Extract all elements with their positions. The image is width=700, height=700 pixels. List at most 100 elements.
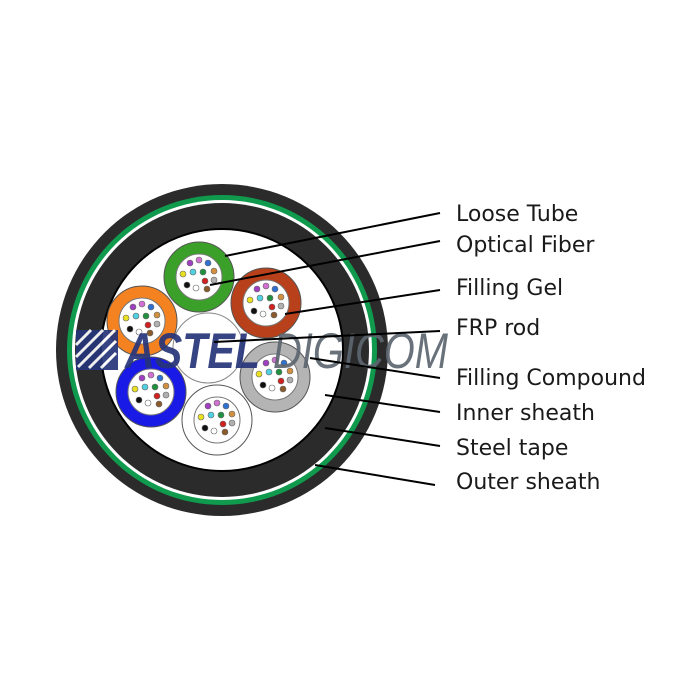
leader-filling-gel <box>284 289 441 315</box>
label-optical-fiber: Optical Fiber <box>456 233 595 258</box>
label-filling-compound: Filling Compound <box>456 366 646 391</box>
filling-gel <box>242 279 290 327</box>
label-inner-sheath: Inner sheath <box>456 401 595 426</box>
optical-fiber <box>256 294 264 302</box>
filling-gel <box>118 297 166 345</box>
optical-fiber <box>147 371 155 379</box>
leader-loose-tube <box>224 212 441 257</box>
label-loose-tube: Loose Tube <box>456 202 578 227</box>
optical-fiber <box>262 282 270 290</box>
filling-gel <box>175 253 223 301</box>
optical-fiber <box>286 376 294 384</box>
leader-frp-rod <box>213 330 441 343</box>
optical-fiber <box>213 399 221 407</box>
optical-fiber <box>122 314 130 322</box>
optical-fiber <box>268 303 276 311</box>
optical-fiber <box>192 284 200 292</box>
optical-fiber <box>253 285 261 293</box>
optical-fiber <box>132 312 140 320</box>
optical-fiber <box>135 396 143 404</box>
filling-gel <box>251 353 299 401</box>
optical-fiber <box>250 307 258 315</box>
optical-fiber <box>189 268 197 276</box>
optical-fiber <box>138 374 146 382</box>
optical-fiber <box>262 359 270 367</box>
filling-gel <box>127 368 175 416</box>
optical-fiber <box>129 303 137 311</box>
optical-fiber <box>203 285 211 293</box>
leader-filling-compound <box>309 357 441 379</box>
optical-fiber <box>266 294 274 302</box>
optical-fiber <box>221 428 229 436</box>
leader-steel-tape <box>324 427 441 447</box>
optical-fiber <box>270 311 278 319</box>
optical-fiber <box>144 321 152 329</box>
logo-text-astel: ASTEL <box>123 323 260 379</box>
optical-fiber <box>286 367 294 375</box>
optical-fiber <box>138 300 146 308</box>
label-steel-tape: Steel tape <box>456 436 568 461</box>
optical-fiber <box>207 411 215 419</box>
optical-fiber <box>255 370 263 378</box>
optical-fiber <box>246 296 254 304</box>
optical-fiber <box>277 302 285 310</box>
optical-fiber <box>219 420 227 428</box>
leader-lines <box>209 212 441 486</box>
optical-fiber <box>141 383 149 391</box>
optical-fiber <box>259 381 267 389</box>
optical-fiber <box>259 310 267 318</box>
optical-fiber <box>153 311 161 319</box>
optical-fiber <box>271 356 279 364</box>
optical-fiber <box>222 402 230 410</box>
optical-fiber <box>210 267 218 275</box>
optical-fiber <box>217 411 225 419</box>
leader-outer-sheath <box>314 464 436 486</box>
optical-fiber <box>156 374 164 382</box>
optical-fiber <box>275 368 283 376</box>
optical-fiber <box>126 325 134 333</box>
optical-fiber <box>162 382 170 390</box>
optical-fiber <box>186 259 194 267</box>
label-outer-sheath: Outer sheath <box>456 470 600 495</box>
optical-fiber <box>204 402 212 410</box>
optical-fiber <box>146 329 154 337</box>
frp-rod <box>172 312 244 384</box>
optical-fiber <box>142 312 150 320</box>
optical-fiber <box>197 413 205 421</box>
optical-fiber <box>271 285 279 293</box>
leader-inner-sheath <box>324 394 441 413</box>
optical-fiber <box>277 293 285 301</box>
optical-fiber <box>135 328 143 336</box>
optical-fiber <box>155 400 163 408</box>
optical-fiber <box>204 259 212 267</box>
optical-fiber <box>228 410 236 418</box>
optical-fiber <box>265 368 273 376</box>
leader-optical-fiber <box>209 240 441 286</box>
filling-gel <box>193 396 241 444</box>
label-filling-gel: Filling Gel <box>456 276 563 301</box>
optical-fiber <box>280 359 288 367</box>
optical-fiber <box>147 303 155 311</box>
optical-fiber <box>268 384 276 392</box>
optical-fiber <box>183 281 191 289</box>
label-frp-rod: FRP rod <box>456 316 540 341</box>
optical-fiber <box>201 277 209 285</box>
optical-fiber <box>162 391 170 399</box>
optical-fiber <box>199 268 207 276</box>
optical-fiber <box>131 385 139 393</box>
optical-fiber <box>153 320 161 328</box>
optical-fiber <box>210 427 218 435</box>
optical-fiber <box>153 392 161 400</box>
optical-fiber <box>201 424 209 432</box>
optical-fiber <box>228 419 236 427</box>
optical-fiber <box>279 385 287 393</box>
optical-fiber <box>151 383 159 391</box>
optical-fiber <box>210 276 218 284</box>
optical-fiber <box>179 270 187 278</box>
optical-fiber <box>277 377 285 385</box>
optical-fiber <box>195 256 203 264</box>
optical-fiber <box>144 399 152 407</box>
cable <box>56 184 388 516</box>
